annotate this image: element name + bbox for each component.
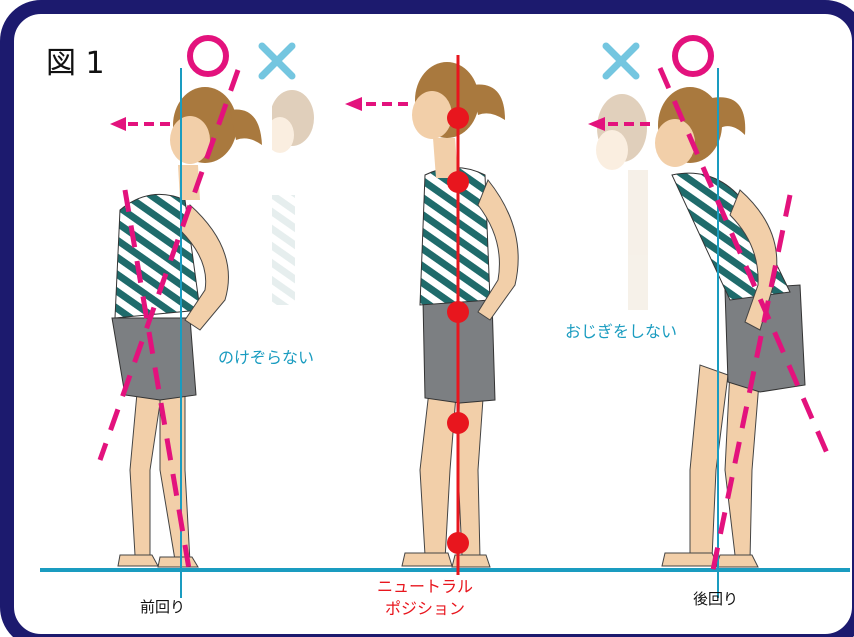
figure-title: 図 1 [46, 38, 105, 82]
left-ghost-mask [262, 70, 272, 320]
note-no-leaning-back: のけぞらない [218, 344, 314, 368]
caption-neutral-line2: ポジション [355, 598, 495, 620]
caption-forward-roll: 前回り [140, 596, 185, 617]
caption-backward-roll: 後回り [693, 588, 738, 609]
caption-neutral-position: ニュートラル ポジション [355, 576, 495, 620]
neutral-point-shoulder [447, 171, 469, 193]
note-no-bowing: おじぎをしない [565, 318, 677, 342]
right-ghost-mask [648, 70, 656, 320]
neutral-point-head [447, 107, 469, 129]
neutral-point-ankle [447, 532, 469, 554]
caption-neutral-line1: ニュートラル [355, 576, 495, 598]
neutral-point-hip [447, 301, 469, 323]
neutral-point-knee [447, 412, 469, 434]
